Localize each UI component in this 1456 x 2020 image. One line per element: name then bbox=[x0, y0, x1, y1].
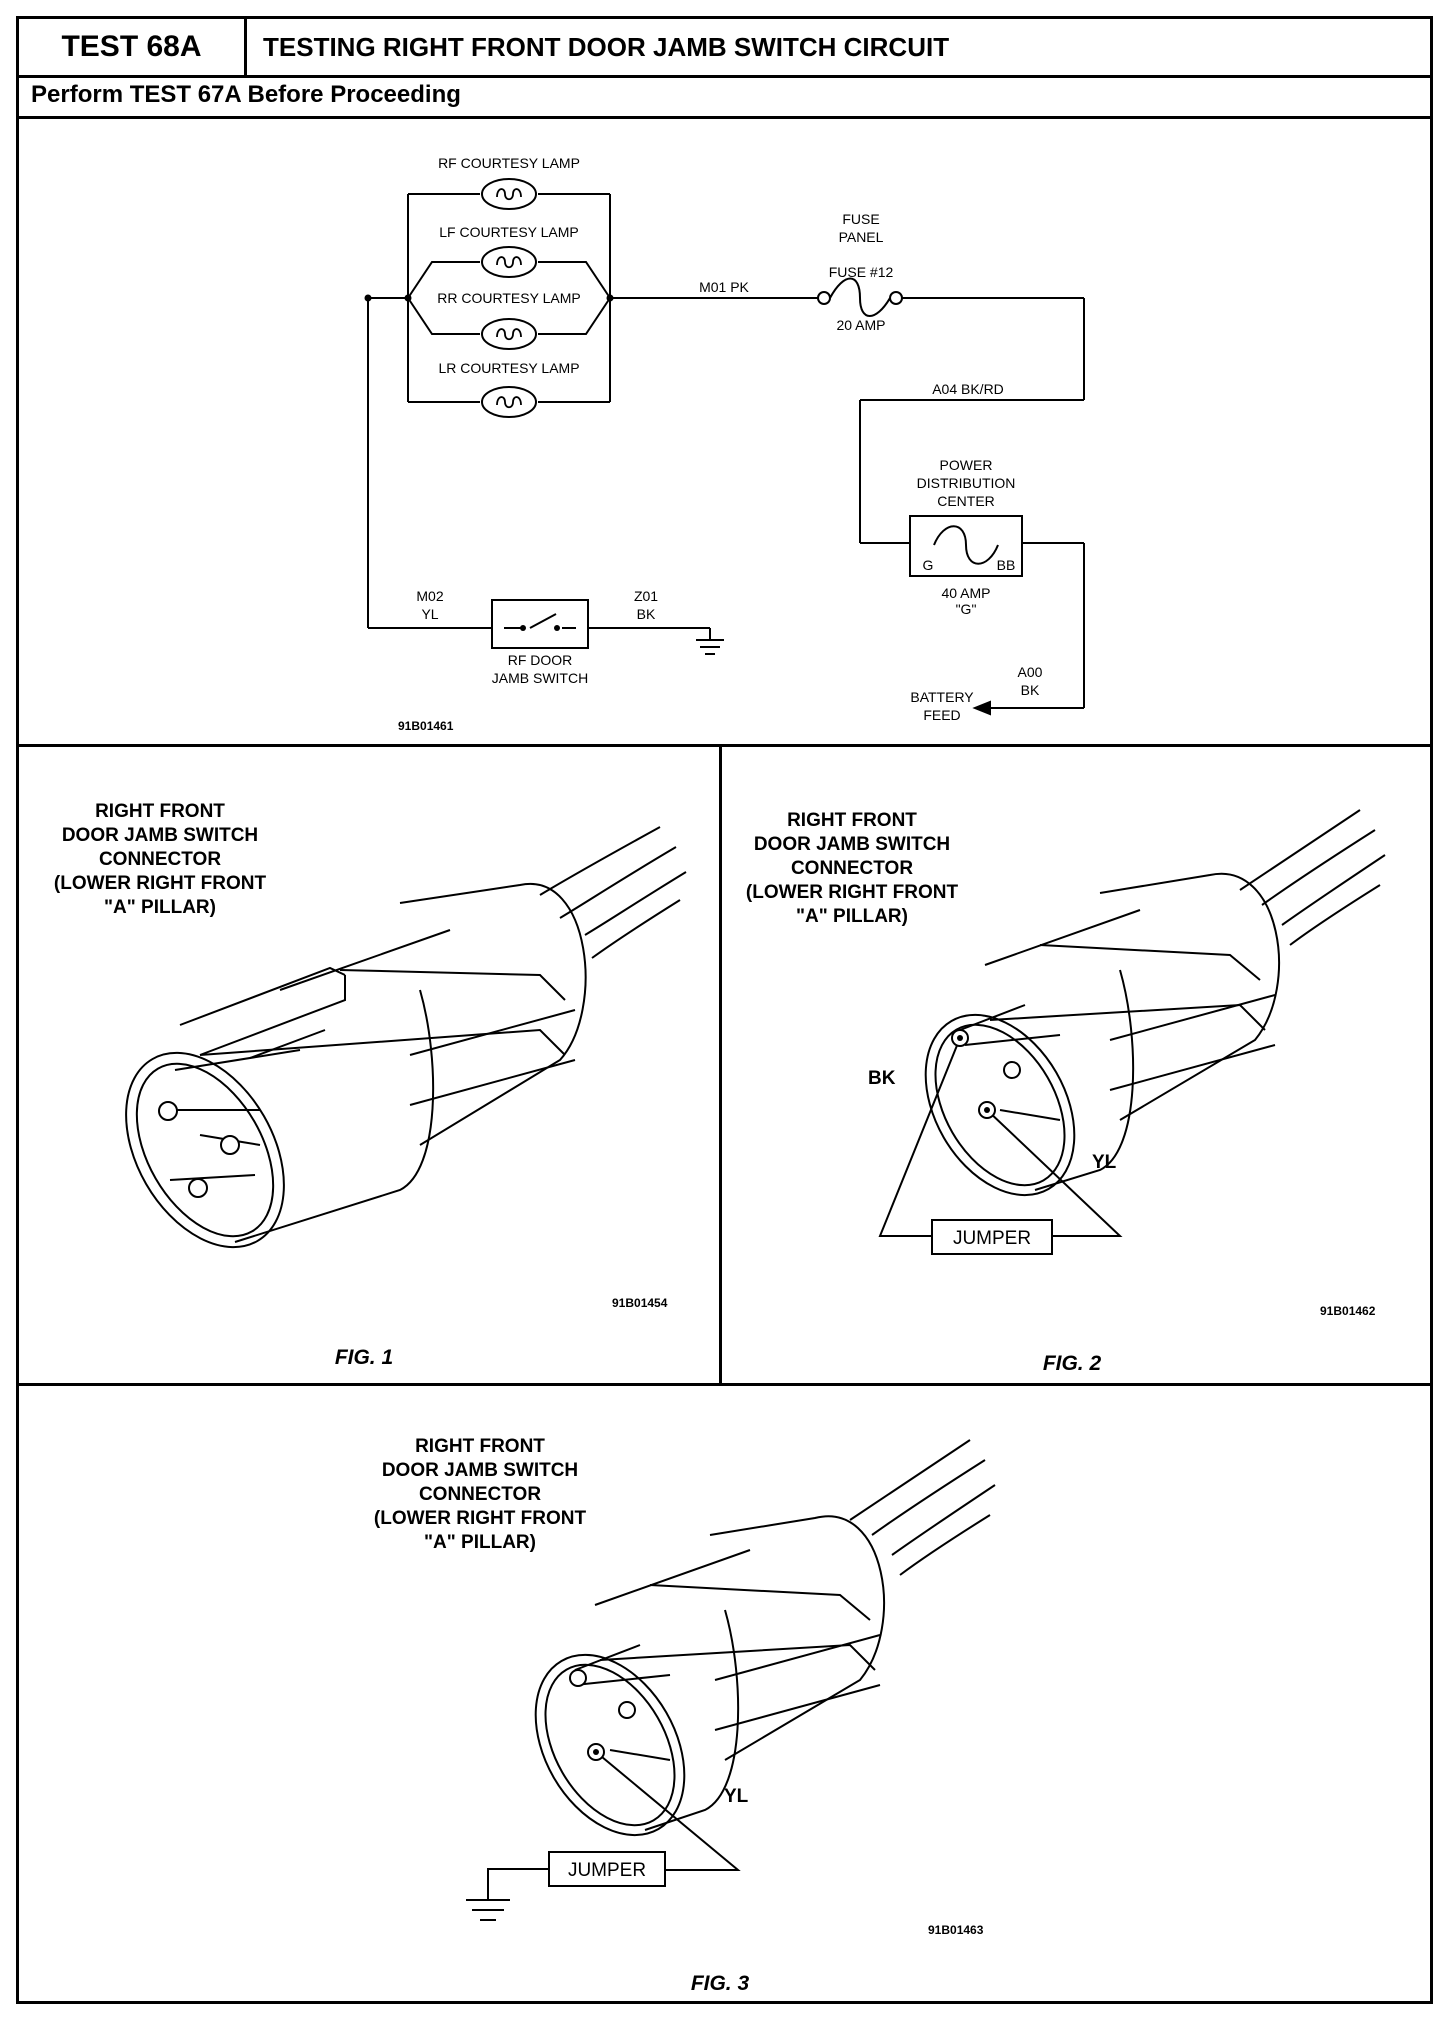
rr-lamp-label: RR COURTESY LAMP bbox=[437, 290, 580, 306]
fig1-label-line: CONNECTOR bbox=[99, 849, 221, 870]
fuse-id-label: FUSE #12 bbox=[829, 264, 894, 280]
fig3-label-line: "A" PILLAR) bbox=[424, 1532, 536, 1553]
subheader-divider bbox=[19, 116, 1430, 119]
wire-a00-label: A00 bbox=[1018, 664, 1043, 680]
fuse-rating-label: 20 AMP bbox=[836, 317, 885, 333]
fig2-label: RIGHT FRONT DOOR JAMB SWITCH CONNECTOR (… bbox=[746, 810, 959, 927]
lr-lamp-label: LR COURTESY LAMP bbox=[438, 360, 579, 376]
test-page: TEST 68A TESTING RIGHT FRONT DOOR JAMB S… bbox=[16, 16, 1433, 2004]
wire-a04-label: A04 BK/RD bbox=[932, 381, 1004, 397]
fig2-caption: FIG. 2 bbox=[1043, 1352, 1102, 1375]
pin-icon bbox=[220, 1135, 240, 1155]
lr-lamp-icon bbox=[481, 386, 537, 418]
wire-z01-color: BK bbox=[637, 606, 656, 622]
fig3-caption: FIG. 3 bbox=[691, 1972, 750, 1995]
junction-dot bbox=[404, 294, 412, 302]
fig1-label-line: (LOWER RIGHT FRONT bbox=[54, 873, 267, 894]
fig1-label: RIGHT FRONT DOOR JAMB SWITCH CONNECTOR (… bbox=[54, 801, 267, 918]
fig2-probe-tips bbox=[957, 1035, 990, 1113]
fig2-jumper-label: JUMPER bbox=[953, 1228, 1031, 1249]
wire-m02-label: M02 bbox=[416, 588, 443, 604]
pdc-label: POWER bbox=[940, 457, 993, 473]
fig1-label-line: RIGHT FRONT bbox=[95, 801, 225, 822]
pdc-rating-label: 40 AMP bbox=[941, 585, 990, 601]
rf-lamp-label: RF COURTESY LAMP bbox=[438, 155, 580, 171]
fig3-pins bbox=[569, 1669, 636, 1761]
switch-label: RF DOOR bbox=[508, 652, 573, 668]
schematic-junctions bbox=[364, 294, 614, 631]
wire-m01-label: M01 PK bbox=[699, 279, 749, 295]
switch-label: JAMB SWITCH bbox=[492, 670, 588, 686]
schematic-code: 91B01461 bbox=[398, 719, 454, 733]
pdc-label: DISTRIBUTION bbox=[917, 475, 1016, 491]
fuse-panel-label: FUSE bbox=[842, 211, 879, 227]
fig2-label-line: CONNECTOR bbox=[791, 858, 913, 879]
fig1-connector-drawing bbox=[125, 826, 687, 1249]
fig1-pins bbox=[158, 1101, 240, 1198]
rr-lamp-icon bbox=[481, 318, 537, 350]
test-title: TESTING RIGHT FRONT DOOR JAMB SWITCH CIR… bbox=[263, 31, 950, 62]
fuse-terminals bbox=[817, 291, 903, 305]
fig3-probe-tip bbox=[593, 1749, 599, 1755]
fig3-label-line: CONNECTOR bbox=[419, 1484, 541, 1505]
fig3-divider bbox=[19, 1383, 1430, 1386]
lf-lamp-icon bbox=[481, 246, 537, 278]
fig2-yl-label: YL bbox=[1092, 1152, 1117, 1173]
pin-icon bbox=[188, 1178, 208, 1198]
header-divider bbox=[19, 75, 1430, 78]
fig2-code: 91B01462 bbox=[1320, 1304, 1376, 1318]
fig2-label-line: "A" PILLAR) bbox=[796, 906, 908, 927]
fuse-panel-label: PANEL bbox=[839, 229, 884, 245]
pdc-label: CENTER bbox=[937, 493, 995, 509]
fig1-code: 91B01454 bbox=[612, 1296, 668, 1310]
schematic-divider bbox=[19, 744, 1430, 747]
battery-feed-label: BATTERY bbox=[910, 689, 974, 705]
fig3-yl-label: YL bbox=[724, 1786, 749, 1807]
pdc-g-label: G bbox=[923, 557, 934, 573]
pdc-fuse-label: "G" bbox=[956, 601, 977, 617]
lf-lamp-label: LF COURTESY LAMP bbox=[439, 224, 579, 240]
switch-contact bbox=[520, 625, 526, 631]
fig2-bk-label: BK bbox=[868, 1068, 896, 1089]
fig2-label-line: DOOR JAMB SWITCH bbox=[754, 834, 950, 855]
fig3-connector-drawing bbox=[466, 1439, 996, 1921]
fig1-caption: FIG. 1 bbox=[335, 1346, 393, 1369]
fig3-label-line: DOOR JAMB SWITCH bbox=[382, 1460, 578, 1481]
fig3-code: 91B01463 bbox=[928, 1923, 984, 1937]
junction-dot bbox=[364, 294, 372, 302]
wire-z01-label: Z01 bbox=[634, 588, 658, 604]
fig-divider bbox=[719, 744, 722, 1383]
switch-contact bbox=[554, 625, 560, 631]
wire-m02-color: YL bbox=[421, 606, 438, 622]
pdc-bb-label: BB bbox=[997, 557, 1016, 573]
pin-icon bbox=[569, 1669, 587, 1687]
fig2-label-line: RIGHT FRONT bbox=[787, 810, 917, 831]
fig3-label-line: RIGHT FRONT bbox=[415, 1436, 545, 1457]
fig1-label-line: DOOR JAMB SWITCH bbox=[62, 825, 258, 846]
wiring-schematic bbox=[367, 193, 1085, 716]
prerequisite-note: Perform TEST 67A Before Proceeding bbox=[31, 81, 461, 108]
pin-icon bbox=[1003, 1061, 1021, 1079]
fig3-label-line: (LOWER RIGHT FRONT bbox=[374, 1508, 587, 1529]
rf-lamp-icon bbox=[481, 178, 537, 210]
battery-feed-label: FEED bbox=[923, 707, 960, 723]
pin-icon bbox=[158, 1101, 178, 1121]
fig2-label-line: (LOWER RIGHT FRONT bbox=[746, 882, 959, 903]
fig3-label: RIGHT FRONT DOOR JAMB SWITCH CONNECTOR (… bbox=[374, 1436, 587, 1553]
fig1-label-line: "A" PILLAR) bbox=[104, 897, 216, 918]
junction-dot bbox=[606, 294, 614, 302]
fig2-connector-drawing bbox=[878, 809, 1386, 1255]
fig3-jumper-label: JUMPER bbox=[568, 1860, 646, 1881]
wire-a00-color: BK bbox=[1021, 682, 1040, 698]
pin-icon bbox=[618, 1701, 636, 1719]
test-id: TEST 68A bbox=[19, 19, 247, 75]
